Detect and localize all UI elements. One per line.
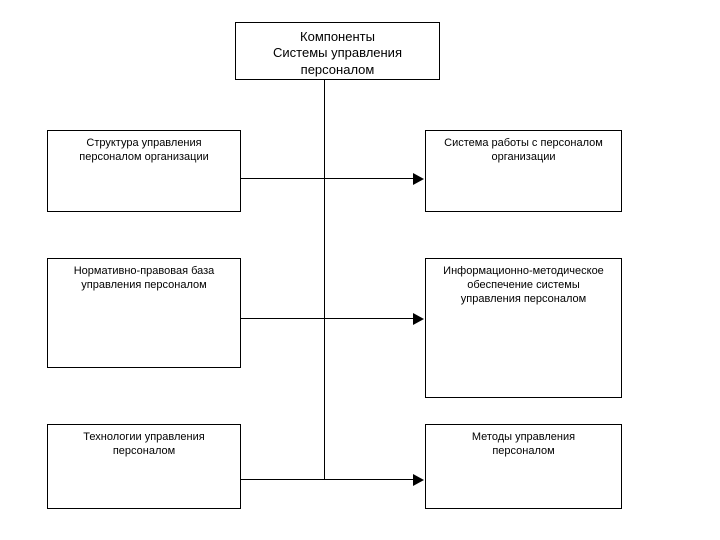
node-work-system-label: Система работы с персоналом организации — [444, 137, 603, 163]
arrowhead-info-method — [413, 313, 424, 325]
connector-trunk-to-info-method — [324, 318, 414, 319]
node-methods-label: Методы управления персоналом — [471, 431, 576, 457]
arrowhead-work-system — [413, 173, 424, 185]
node-info-method: Информационно-методическое обеспечение с… — [425, 258, 622, 398]
connector-technologies-to-trunk — [241, 479, 325, 480]
node-technologies-label: Технологии управления персоналом — [83, 431, 205, 457]
node-work-system: Система работы с персоналом организации — [425, 130, 622, 212]
node-title-label: Компоненты Системы управления персоналом — [273, 29, 402, 77]
arrowhead-methods — [413, 474, 424, 486]
node-technologies: Технологии управления персоналом — [47, 424, 241, 509]
node-legal-base: Нормативно-правовая база управления перс… — [47, 258, 241, 368]
node-methods: Методы управления персоналом — [425, 424, 622, 509]
connector-legal-base-to-trunk — [241, 318, 325, 319]
node-legal-base-label: Нормативно-правовая база управления перс… — [73, 265, 215, 291]
connector-trunk-to-methods — [324, 479, 414, 480]
node-structure-label: Структура управления персоналом организа… — [79, 137, 209, 163]
connector-trunk-vertical — [324, 80, 325, 480]
connector-trunk-to-work-system — [324, 178, 414, 179]
connector-structure-to-trunk — [241, 178, 325, 179]
node-info-method-label: Информационно-методическое обеспечение с… — [443, 265, 604, 305]
node-title: Компоненты Системы управления персоналом — [235, 22, 440, 80]
node-structure: Структура управления персоналом организа… — [47, 130, 241, 212]
